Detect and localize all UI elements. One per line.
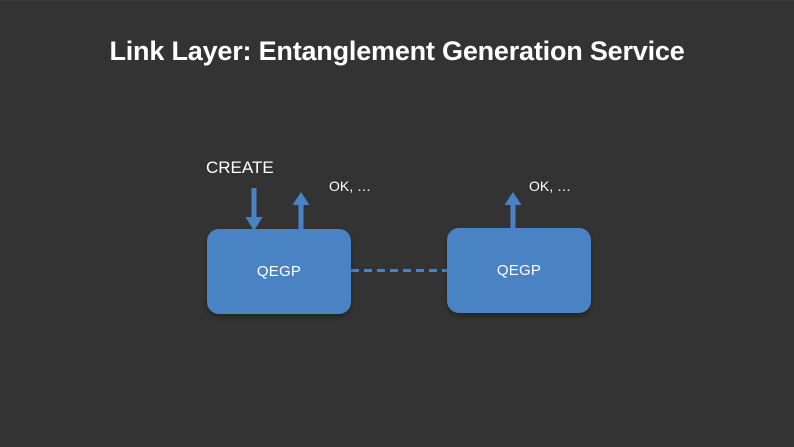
slide-top-divider: [0, 0, 794, 1]
page-title: Link Layer: Entanglement Generation Serv…: [109, 36, 685, 66]
arrow-down-icon-create: [245, 188, 263, 231]
arrow-up-icon-ok-left: [292, 192, 310, 232]
node-qegp-left-label: QEGP: [256, 263, 302, 280]
node-qegp-right[interactable]: QEGP: [447, 228, 591, 313]
qegp-peer-link-dashed: [351, 269, 447, 272]
arrow-up-icon-ok-right: [504, 192, 522, 231]
node-qegp-right-label: QEGP: [496, 262, 542, 279]
message-label-ok-right: OK, …: [529, 178, 572, 194]
message-label-create: CREATE: [206, 158, 274, 177]
node-qegp-left[interactable]: QEGP: [207, 229, 351, 314]
message-label-ok-left: OK, …: [329, 178, 372, 194]
